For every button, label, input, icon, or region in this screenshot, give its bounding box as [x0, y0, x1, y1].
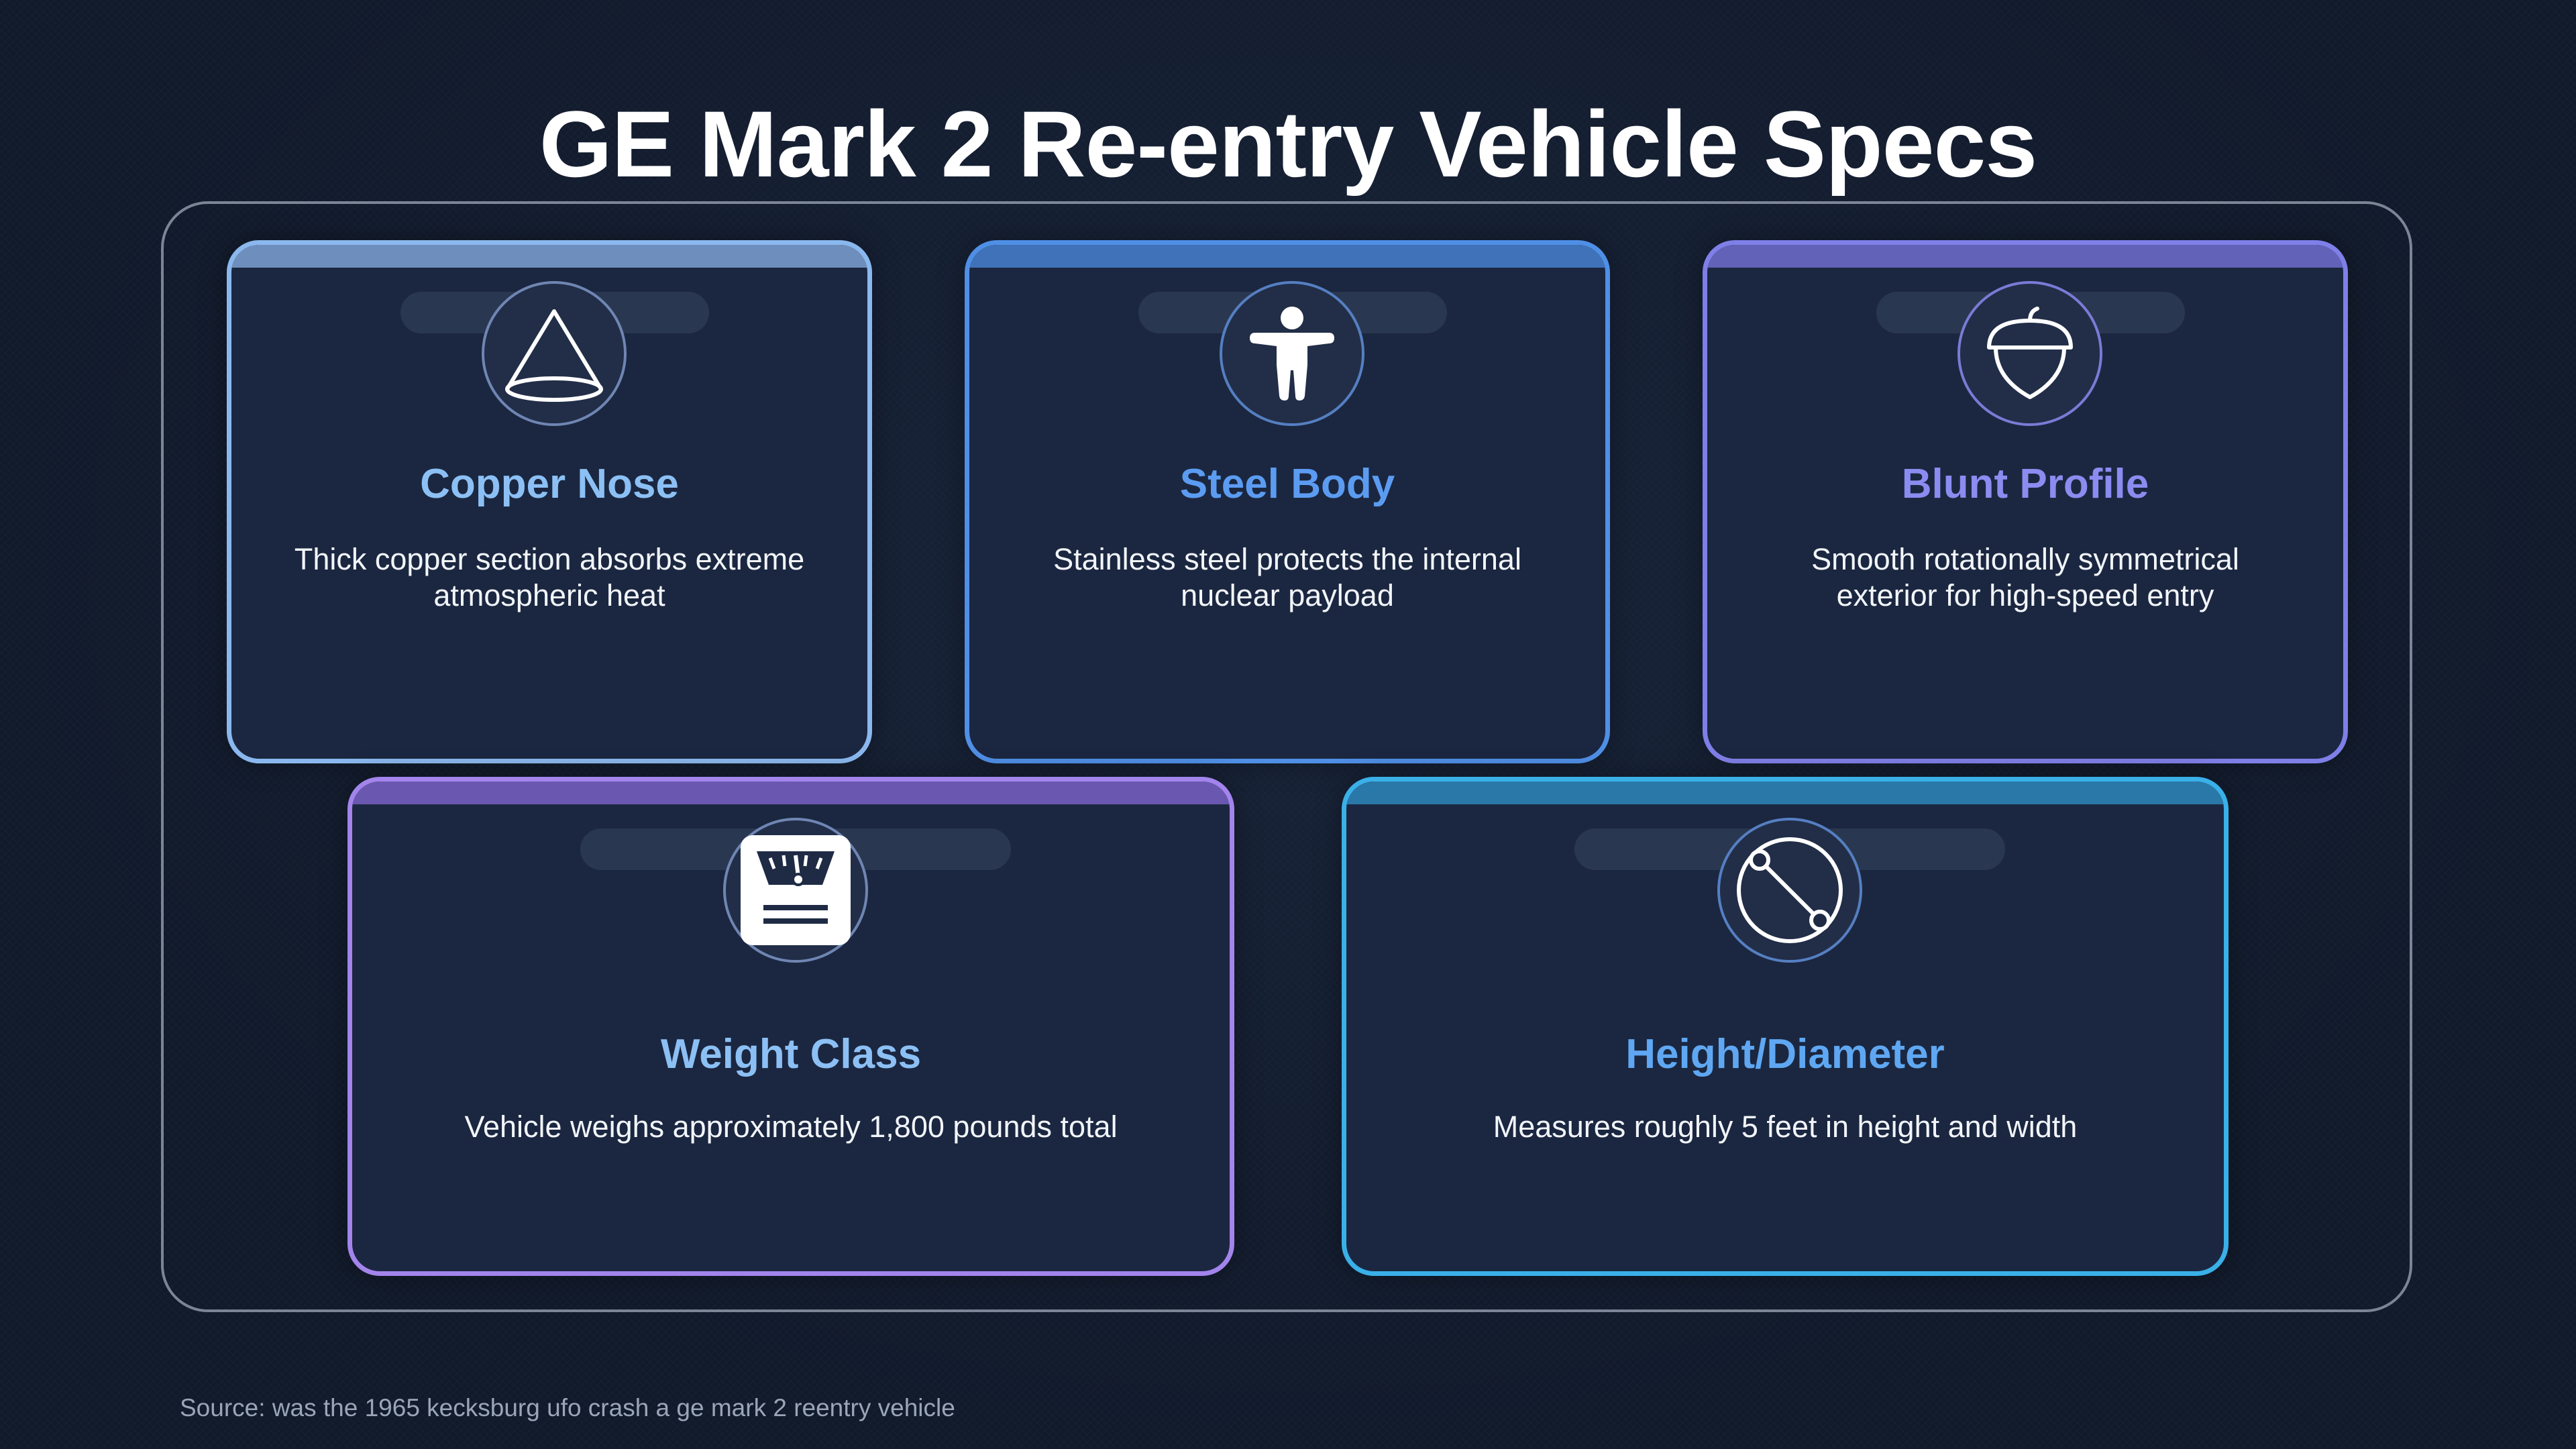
cone-icon: [505, 309, 603, 402]
person-icon: [1250, 307, 1334, 400]
card-title: Weight Class: [660, 1031, 922, 1077]
acorn-icon: [1987, 307, 2073, 399]
card-title: Copper Nose: [420, 461, 679, 507]
card-description: Smooth rotationally symmetrical exterior…: [1811, 542, 2239, 612]
page-title: GE Mark 2 Re-entry Vehicle Specs: [539, 91, 2037, 197]
icon-badge: [1957, 281, 2102, 426]
card-accent-bar: [969, 245, 1605, 268]
diameter-icon: [1737, 837, 1843, 943]
card-description: Measures roughly 5 feet in height and wi…: [1493, 1110, 2078, 1144]
icon-badge: [1717, 818, 1862, 963]
card-steel-body: Steel Body Stainless steel protects the …: [965, 240, 1610, 763]
cards-frame: [161, 201, 2412, 1312]
card-description: Vehicle weighs approximately 1,800 pound…: [464, 1110, 1118, 1144]
card-copper-nose: Copper Nose Thick copper section absorbs…: [227, 240, 872, 763]
card-description: Thick copper section absorbs extreme atm…: [294, 542, 805, 612]
scale-icon: [741, 835, 851, 945]
icon-badge: [1220, 281, 1364, 426]
card-accent-bar: [231, 245, 867, 268]
card-height-diameter: Height/Diameter Measures roughly 5 feet …: [1342, 777, 2229, 1276]
card-title: Height/Diameter: [1625, 1031, 1945, 1077]
card-accent-bar: [352, 782, 1230, 804]
source-note: Source: was the 1965 kecksburg ufo crash…: [180, 1394, 955, 1421]
card-blunt-profile: Blunt Profile Smooth rotationally symmet…: [1703, 240, 2348, 763]
card-description: Stainless steel protects the internal nu…: [1053, 542, 1521, 612]
card-accent-bar: [1346, 782, 2224, 804]
icon-badge: [482, 281, 627, 426]
card-weight-class: Weight Class Vehicle weighs approximatel…: [347, 777, 1234, 1276]
card-title: Blunt Profile: [1901, 461, 2149, 507]
card-title: Steel Body: [1179, 461, 1395, 507]
icon-badge: [723, 818, 868, 963]
card-accent-bar: [1707, 245, 2343, 268]
